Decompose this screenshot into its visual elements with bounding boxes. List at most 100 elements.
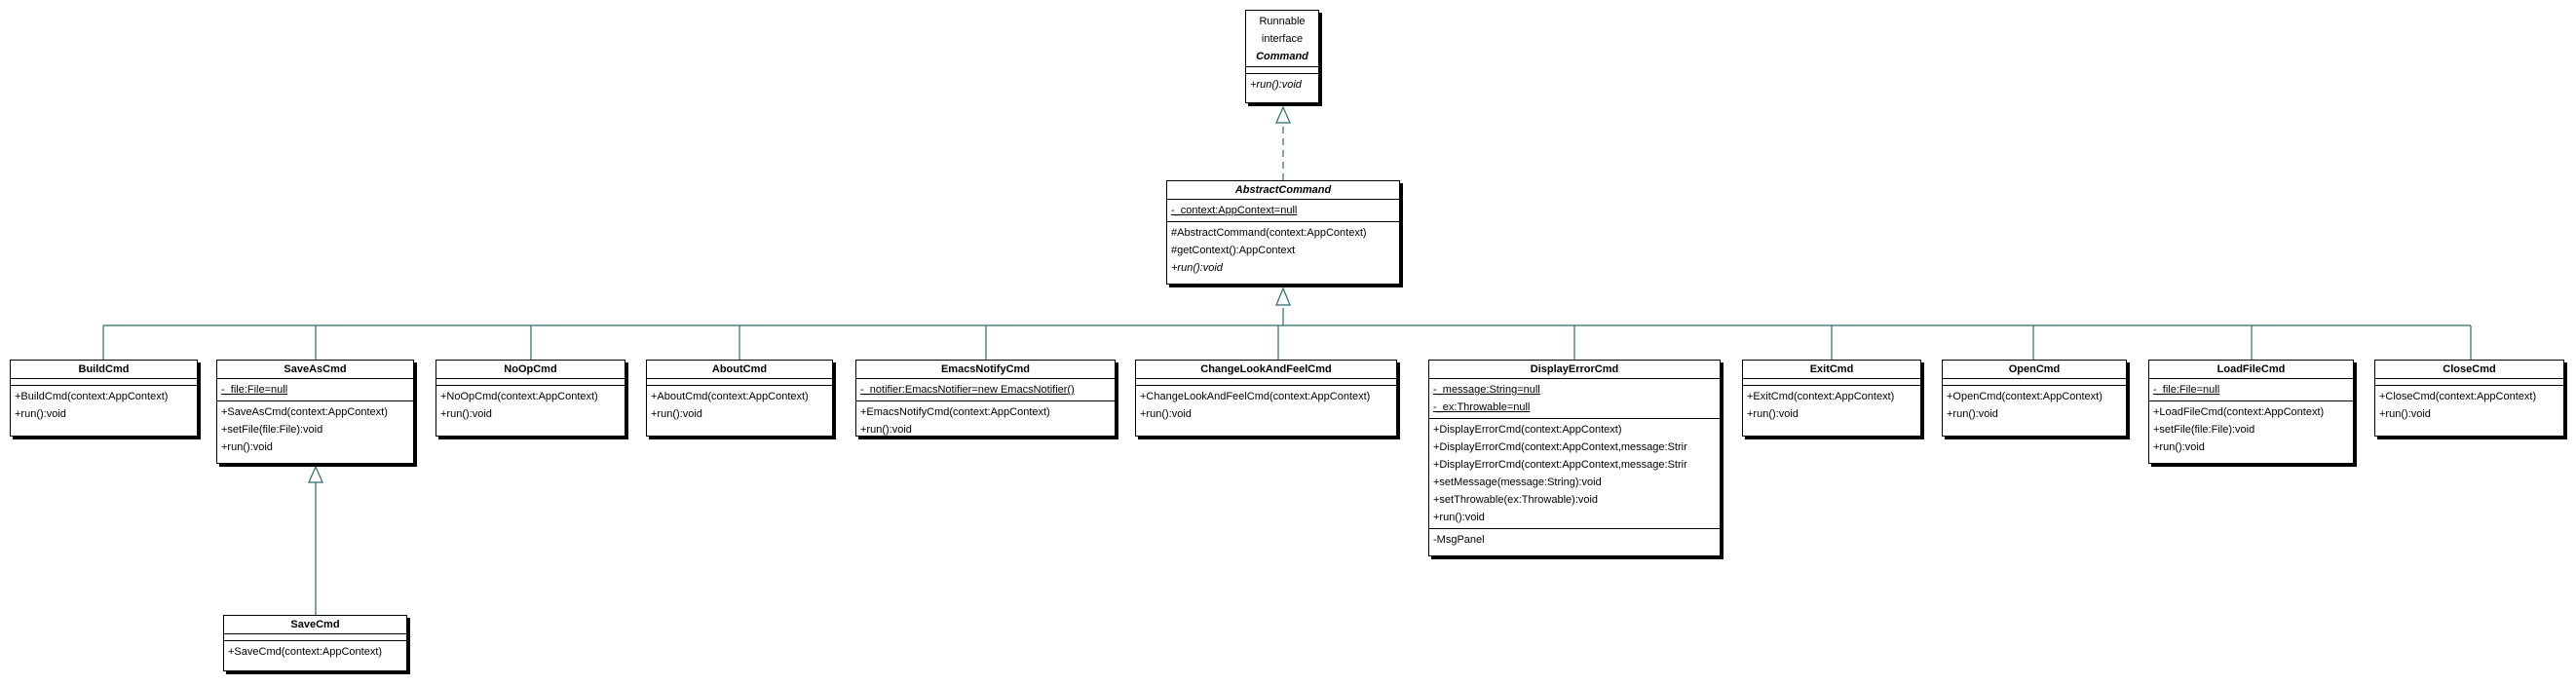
class-box-buildcmd[interactable]: BuildCmd +BuildCmd(context:AppContext) +… [10,360,198,437]
attributes-section [224,634,406,641]
attributes-section [11,379,197,386]
attributes-section: -_context:AppContext=null [1167,200,1399,222]
operation: #getContext():AppContext [1171,245,1296,256]
operations-section: +ExitCmd(context:AppContext) +run():void [1743,386,1920,425]
operation: +LoadFileCmd(context:AppContext) [2153,406,2325,418]
operations-section: +SaveAsCmd(context:AppContext) +setFile(… [217,401,413,458]
operation: +OpenCmd(context:AppContext) [1947,391,2102,402]
operations-section: +LoadFileCmd(context:AppContext) +setFil… [2149,401,2353,458]
class-name: OpenCmd [1943,361,2126,379]
operation: +run():void [1140,408,1192,420]
operations-section: +ChangeLookAndFeelCmd(context:AppContext… [1136,386,1396,425]
attributes-section: -_notifier:EmacsNotifier=new EmacsNotifi… [856,379,1115,401]
class-name: DisplayErrorCmd [1429,361,1720,379]
operation: +run():void [1433,512,1485,523]
class-box-loadfilecmd[interactable]: LoadFileCmd -_file:File=null +LoadFileCm… [2148,360,2354,464]
interface-stereotype-2: interface [1261,33,1304,45]
class-name: SaveCmd [224,616,406,634]
class-box-exitcmd[interactable]: ExitCmd +ExitCmd(context:AppContext) +ru… [1742,360,1921,437]
interface-name: Command [1256,51,1308,62]
operation: +DisplayErrorCmd(context:AppContext) [1433,424,1622,436]
operation: +setMessage(message:String):void [1433,476,1602,488]
interface-header: Runnable interface Command [1246,11,1318,67]
attributes-section: -_file:File=null [217,379,413,401]
class-box-closecmd[interactable]: CloseCmd +CloseCmd(context:AppContext) +… [2374,360,2564,437]
class-name: SaveAsCmd [217,361,413,379]
class-box-displayerrorcmd[interactable]: DisplayErrorCmd -_message:String=null -_… [1428,360,1721,556]
operation: +run():void [2379,408,2431,420]
attributes-section [1943,379,2126,386]
class-box-emacsnotifycmd[interactable]: EmacsNotifyCmd -_notifier:EmacsNotifier=… [855,360,1116,437]
attribute: -_context:AppContext=null [1171,205,1298,216]
inner-class: -MsgPanel [1433,534,1485,546]
savecmd-inheritance-arrowhead [308,465,323,483]
class-box-noopcmd[interactable]: NoOpCmd +NoOpCmd(context:AppContext) +ru… [436,360,625,437]
attributes-section [2375,379,2563,386]
attributes-section [1743,379,1920,386]
operation: +setFile(file:File):void [221,424,323,436]
operations-section: +BuildCmd(context:AppContext) +run():voi… [11,386,197,425]
interface-stereotype-1: Runnable [1259,16,1306,27]
attributes-section [1246,67,1318,74]
operations-section: +DisplayErrorCmd(context:AppContext) +Di… [1429,419,1720,529]
class-name: LoadFileCmd [2149,361,2353,379]
operation: +ChangeLookAndFeelCmd(context:AppContext… [1140,391,1371,402]
attribute: -_file:File=null [2153,384,2220,396]
class-box-command[interactable]: Runnable interface Command +run():void [1245,10,1319,103]
operations-section: +EmacsNotifyCmd(context:AppContext) +run… [856,401,1115,440]
operation: +EmacsNotifyCmd(context:AppContext) [860,406,1050,418]
class-box-opencmd[interactable]: OpenCmd +OpenCmd(context:AppContext) +ru… [1942,360,2127,437]
operation: +AboutCmd(context:AppContext) [651,391,809,402]
class-box-saveascmd[interactable]: SaveAsCmd -_file:File=null +SaveAsCmd(co… [216,360,414,464]
operation: +DisplayErrorCmd(context:AppContext,mess… [1433,441,1687,453]
operation: +SaveCmd(context:AppContext) [228,646,383,658]
class-name: BuildCmd [11,361,197,379]
operation: +run():void [1250,79,1302,91]
class-name: NoOpCmd [436,361,625,379]
operation: +run():void [1947,408,1998,420]
attribute: -_notifier:EmacsNotifier=new EmacsNotifi… [860,384,1075,396]
attributes-section [647,379,832,386]
operation: +ExitCmd(context:AppContext) [1747,391,1895,402]
operation: +run():void [440,408,492,420]
attribute: -_ex:Throwable=null [1433,401,1531,413]
operation: +CloseCmd(context:AppContext) [2379,391,2537,402]
operation: +run():void [15,408,66,420]
operations-section: +OpenCmd(context:AppContext) +run():void [1943,386,2126,425]
attributes-section: -_file:File=null [2149,379,2353,401]
class-name: EmacsNotifyCmd [856,361,1115,379]
class-box-aboutcmd[interactable]: AboutCmd +AboutCmd(context:AppContext) +… [646,360,833,437]
inner-classes-section: -MsgPanel [1429,529,1720,551]
operation: +run():void [2153,441,2205,453]
operations-section: #AbstractCommand(context:AppContext) #ge… [1167,222,1399,279]
class-box-savecmd[interactable]: SaveCmd +SaveCmd(context:AppContext) [223,615,407,671]
operation: +run():void [1171,262,1223,274]
class-box-changelookandfeelcmd[interactable]: ChangeLookAndFeelCmd +ChangeLookAndFeelC… [1135,360,1397,437]
attributes-section [436,379,625,386]
attribute: -_file:File=null [221,384,288,396]
operations-section: +AboutCmd(context:AppContext) +run():voi… [647,386,832,425]
class-name: AboutCmd [647,361,832,379]
operation: +setThrowable(ex:Throwable):void [1433,494,1599,506]
operations-section: +SaveCmd(context:AppContext) [224,641,406,663]
operation: +run():void [221,441,273,453]
inheritance-arrowhead [1275,286,1291,306]
class-name: ChangeLookAndFeelCmd [1136,361,1396,379]
realization-arrowhead [1275,105,1291,124]
attribute: -_message:String=null [1433,384,1540,396]
class-box-abstractcommand[interactable]: AbstractCommand -_context:AppContext=nul… [1166,180,1400,285]
operations-section: +NoOpCmd(context:AppContext) +run():void [436,386,625,425]
operation: +DisplayErrorCmd(context:AppContext,mess… [1433,459,1687,471]
operation: +run():void [651,408,702,420]
operations-section: +run():void [1246,74,1318,95]
operation: +run():void [860,424,912,436]
operation: +setFile(file:File):void [2153,424,2255,436]
operation: +NoOpCmd(context:AppContext) [440,391,598,402]
attributes-section [1136,379,1396,386]
class-name: ExitCmd [1743,361,1920,379]
class-name: CloseCmd [2375,361,2563,379]
operation: +SaveAsCmd(context:AppContext) [221,406,388,418]
operation: +BuildCmd(context:AppContext) [15,391,169,402]
operations-section: +CloseCmd(context:AppContext) +run():voi… [2375,386,2563,425]
operation: +run():void [1747,408,1799,420]
